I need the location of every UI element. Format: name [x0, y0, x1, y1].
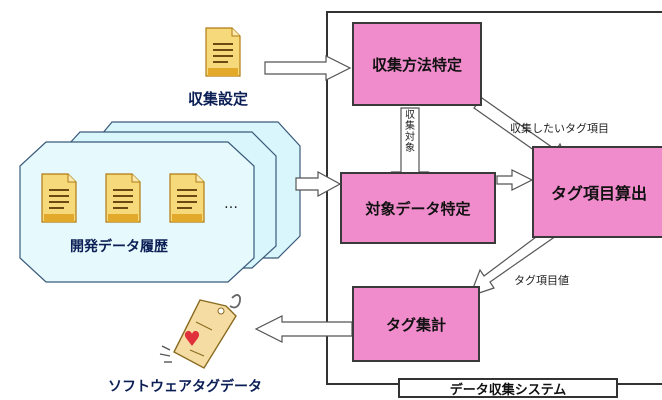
edge-char: 収	[405, 110, 415, 121]
edge-label-desired-tag-items: 収集したいタグ項目	[510, 122, 609, 135]
edge-char: 象	[405, 143, 415, 154]
node-tag-aggregate: タグ集計	[352, 286, 480, 362]
edge-char: 集	[405, 121, 415, 132]
document-icon	[205, 27, 241, 77]
tag-icon	[159, 294, 241, 369]
more-documents-ellipsis: …	[224, 196, 238, 212]
document-icon	[105, 173, 141, 223]
edge-label-collection-target: 収 集 対 象	[404, 110, 416, 154]
arrow-settings-to-method	[264, 55, 352, 81]
settings-label: 収集設定	[188, 90, 249, 108]
node-target-data: 対象データ特定	[340, 172, 496, 244]
arrow-target-to-calc	[496, 169, 534, 191]
system-title: データ収集システム	[398, 378, 618, 398]
history-label: 開発データ履歴	[70, 239, 168, 255]
arrow-aggregate-to-output	[254, 315, 353, 343]
output-label: ソフトウェアタグデータ	[108, 379, 262, 395]
document-icon	[41, 173, 77, 223]
arrow-history-to-target	[295, 170, 342, 198]
edge-char: 対	[405, 132, 415, 143]
document-icon	[169, 173, 205, 223]
node-collection-method: 収集方法特定	[352, 22, 482, 106]
node-tag-calc: タグ項目算出	[532, 146, 662, 238]
edge-label-tag-item-values: タグ項目値	[514, 274, 569, 287]
